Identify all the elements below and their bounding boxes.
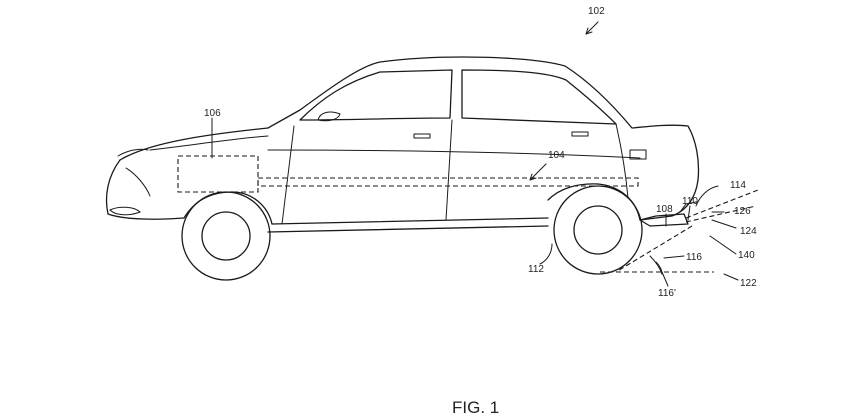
ref-122: 122 — [740, 278, 757, 289]
ref-104: 104 — [548, 150, 565, 161]
figure-caption: FIG. 1 — [452, 398, 499, 417]
ref-108: 108 — [656, 204, 673, 215]
ref-102: 102 — [588, 6, 605, 17]
component-104-pack — [257, 177, 639, 187]
ref-110: 110 — [682, 196, 698, 207]
component-106-box — [177, 155, 259, 193]
ref-112: 112 — [528, 264, 544, 275]
ref-140: 140 — [738, 250, 755, 261]
ref-116: 116 — [686, 252, 702, 263]
vehicle-outline — [105, 56, 700, 233]
ref-116-prime: 116' — [658, 288, 676, 299]
ref-106: 106 — [204, 108, 221, 119]
ref-124: 124 — [740, 226, 757, 237]
rear-wheel — [553, 185, 643, 275]
rear-sensor-assembly — [600, 189, 759, 275]
front-wheel — [181, 191, 271, 281]
leader-lines — [211, 21, 739, 287]
ref-126: 126 — [734, 206, 751, 217]
ref-114: 114 — [730, 180, 746, 191]
